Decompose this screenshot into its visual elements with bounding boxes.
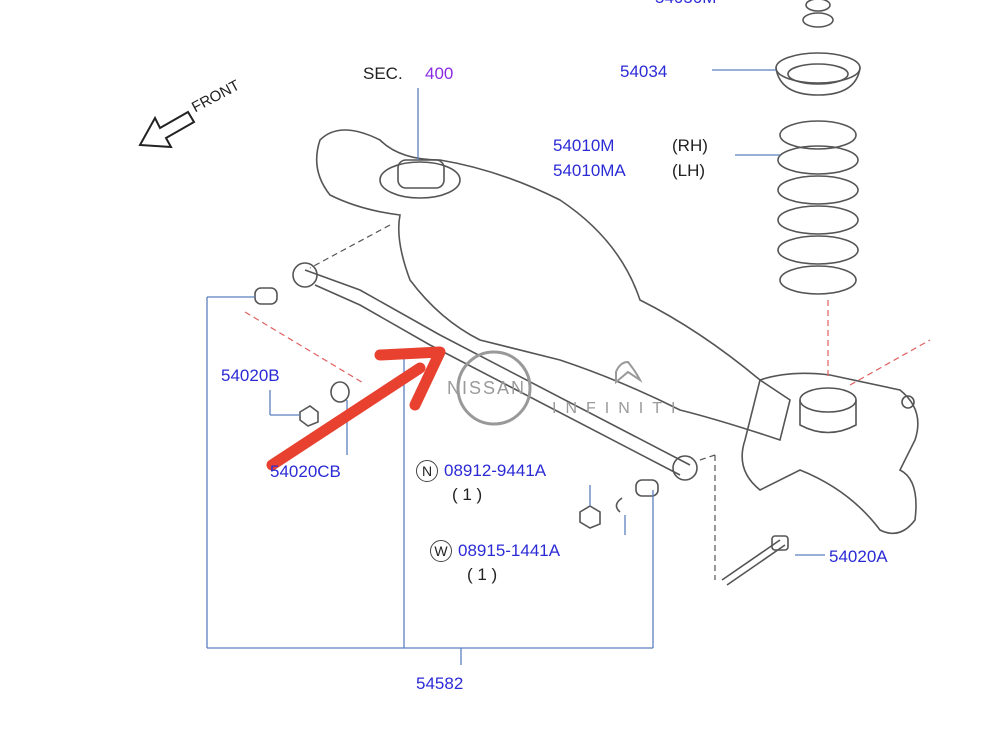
nut-part-row: N 08912-9441A <box>416 460 546 482</box>
part-54020B[interactable]: 54020B <box>221 366 280 385</box>
watermark-nissan: NISSAN <box>447 378 527 398</box>
leader-lines <box>206 69 825 665</box>
part-label-top-partial[interactable]: 54050M <box>655 0 716 8</box>
washer-qty: ( 1 ) <box>467 565 498 584</box>
red-arrow-icon <box>266 346 446 471</box>
sec-label: SEC. <box>363 64 403 83</box>
part-08912-9441A[interactable]: 08912-9441A <box>444 461 547 480</box>
washer-symbol-icon: W <box>430 540 452 562</box>
center-lines <box>244 300 931 386</box>
axle-housing <box>315 129 919 535</box>
part-54582[interactable]: 54582 <box>416 674 464 693</box>
nut-symbol-icon: N <box>416 460 438 482</box>
side-rh: (RH) <box>672 136 708 155</box>
side-lh: (LH) <box>672 161 706 180</box>
front-arrow-icon <box>138 110 196 149</box>
part-54020CB[interactable]: 54020CB <box>270 462 341 481</box>
part-08915-1441A[interactable]: 08915-1441A <box>458 541 561 560</box>
nissan-logo <box>456 350 643 426</box>
lateral-rod <box>254 262 789 586</box>
sec-number-link[interactable]: 400 <box>425 64 454 83</box>
dashed-lines <box>309 224 716 580</box>
nut-qty: ( 1 ) <box>452 485 483 504</box>
part-54010M[interactable]: 54010M <box>553 136 615 155</box>
part-54020A[interactable]: 54020A <box>829 547 888 566</box>
part-54034[interactable]: 54034 <box>620 62 668 81</box>
washer-part-row: W 08915-1441A <box>430 540 560 562</box>
watermark-infiniti: INFINITI <box>552 400 685 417</box>
part-54010MA[interactable]: 54010MA <box>553 161 626 180</box>
spring-parts <box>775 0 861 295</box>
